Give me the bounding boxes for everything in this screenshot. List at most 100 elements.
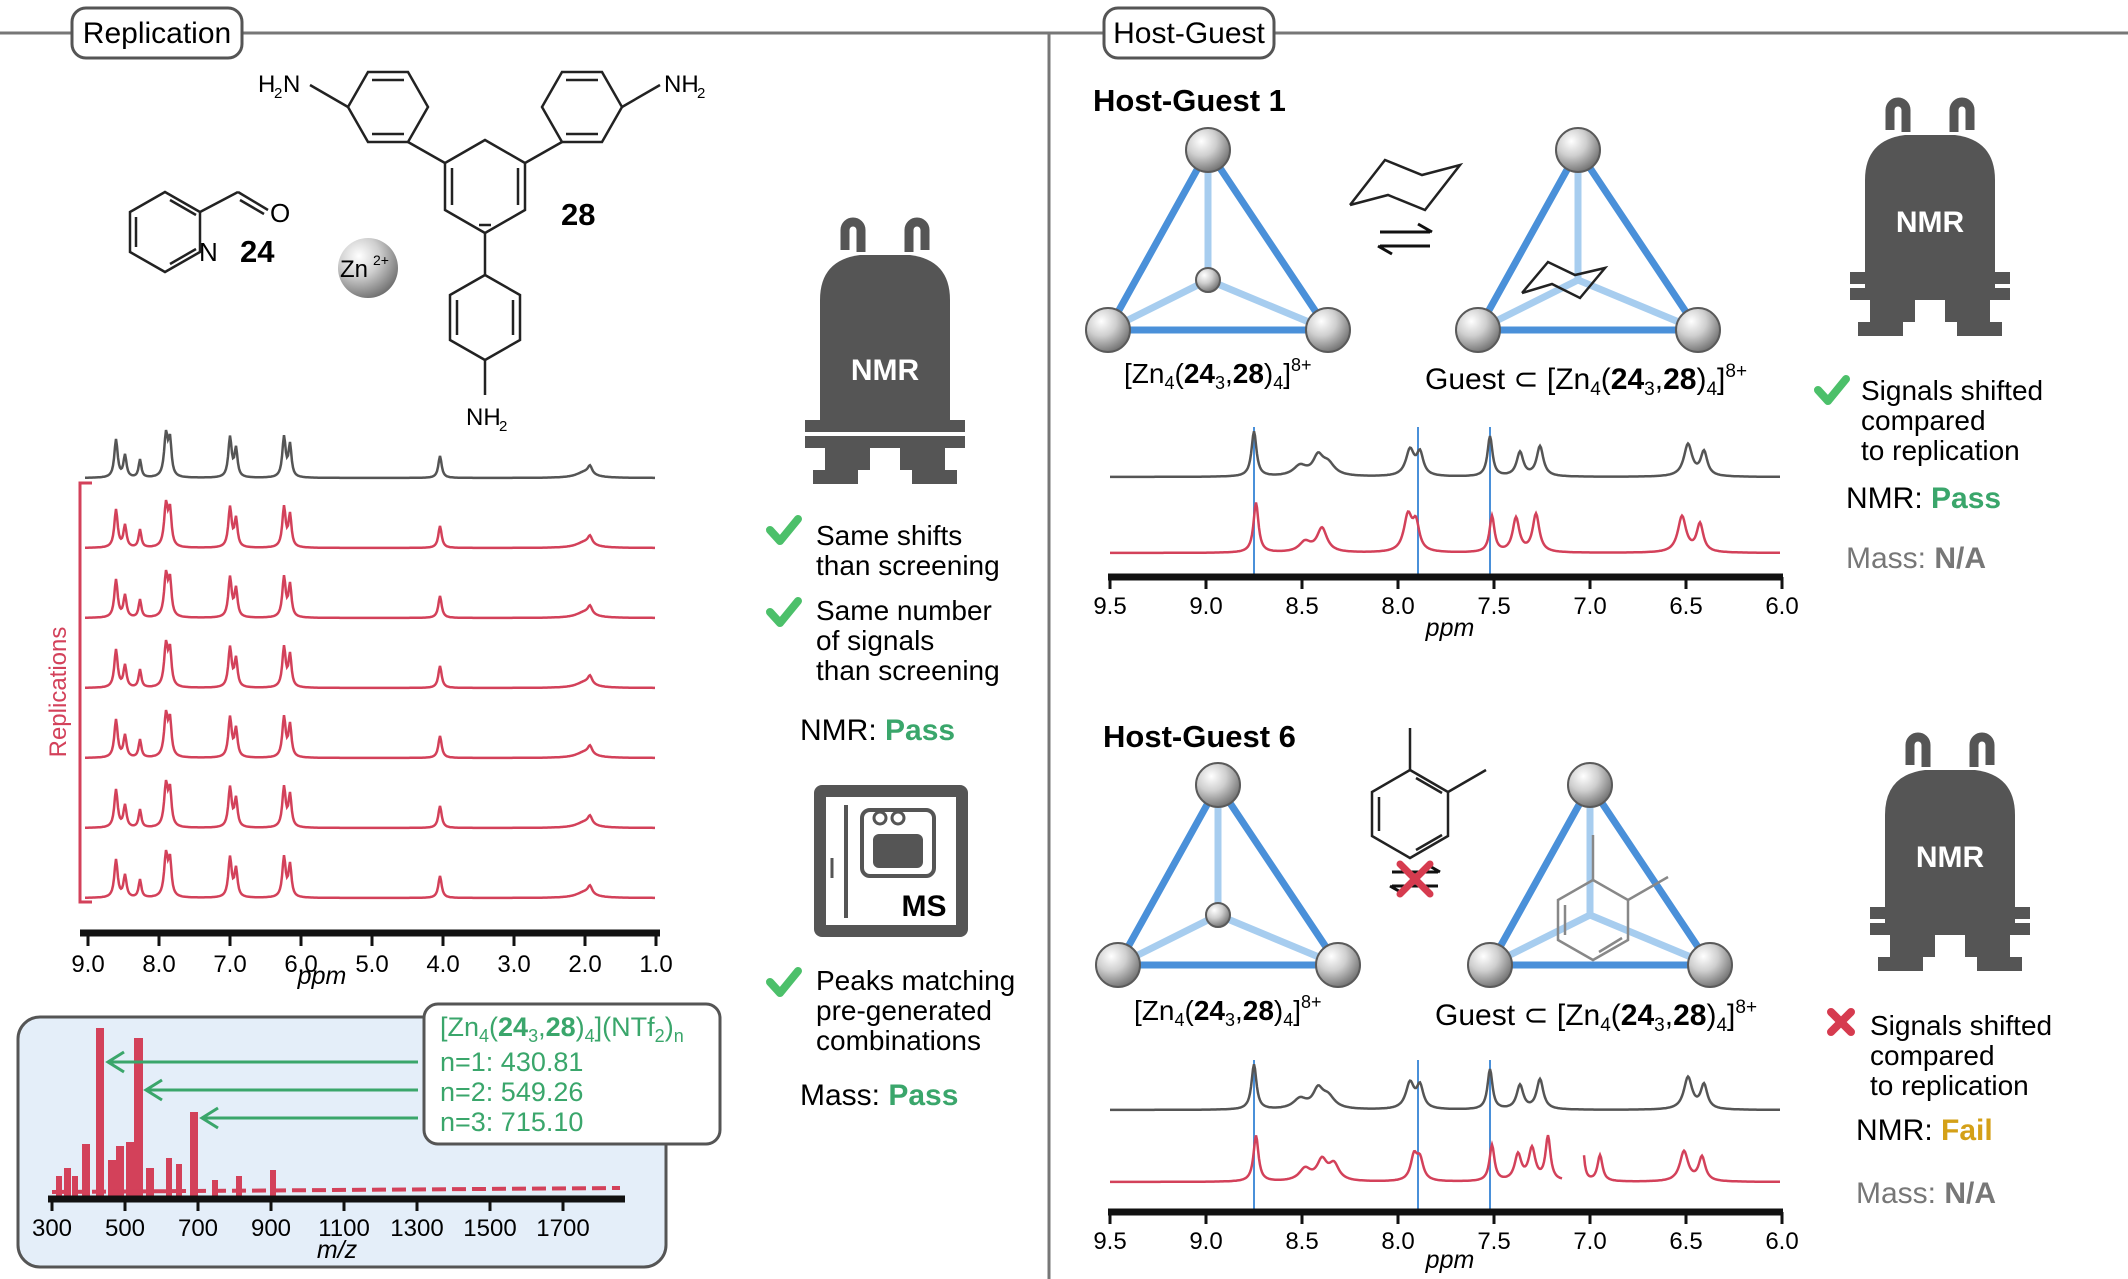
check-icon [766, 515, 802, 545]
zinc-vertex [1185, 127, 1231, 173]
cage-edge [1586, 781, 1714, 969]
check-icon [766, 597, 802, 627]
svg-text:compared: compared [1861, 405, 1986, 436]
amine-ul: H 2 N [258, 71, 300, 102]
zinc-vertex [1305, 307, 1351, 353]
o-xylene-guest [1370, 728, 1487, 860]
nmr-tick-label: 7.0 [1573, 1228, 1606, 1255]
zinc-ion: Zn 2+ [338, 238, 398, 298]
replication-spectrum [85, 709, 655, 760]
hg6-empty-cage [1095, 762, 1361, 988]
amine-ur: NH 2 [664, 71, 705, 102]
nmr-tick-label: 9.0 [1189, 1228, 1222, 1255]
hg1-nmr-axis-title: ppm [1425, 614, 1475, 642]
check-icon [766, 967, 802, 997]
zinc-vertex [1687, 942, 1733, 988]
ms-peak-n2: n=2: 549.26 [440, 1077, 583, 1107]
zinc-vertex [1675, 307, 1721, 353]
nmr-tick-label: 6.0 [284, 951, 317, 978]
nmr-tick-label: 9.0 [71, 951, 104, 978]
hg6-cage-label: [Zn4(243,28)4]8+ [1134, 992, 1322, 1030]
ms-peak-bar [126, 1142, 134, 1196]
aldehyde-o-label: O [270, 198, 290, 228]
nmr-tick-label: 7.0 [213, 951, 246, 978]
ms-peak-bar [82, 1144, 90, 1196]
ms-peak-bar [166, 1158, 172, 1196]
ms-peak-bar [190, 1112, 198, 1196]
nmr-instrument-label: NMR [851, 354, 920, 387]
hg1-title: Host-Guest 1 [1093, 83, 1286, 118]
hg6-encapsulated-guest [1556, 835, 1669, 962]
replication-spectrum [85, 849, 655, 900]
nmr-tick-label: 6.0 [1765, 1228, 1798, 1255]
hg1-guest-cage [1455, 127, 1721, 353]
ms-axis-title: m/z [317, 1236, 358, 1264]
ms-spectrum [51, 1028, 621, 1196]
hg6-title: Host-Guest 6 [1103, 719, 1296, 754]
replication-nmr-result: NMR: Pass [800, 714, 955, 747]
ms-peak-bar [176, 1164, 182, 1196]
section-frame [0, 31, 2128, 1279]
svg-text:2: 2 [499, 418, 507, 435]
ms-tick-label: 1500 [463, 1215, 516, 1242]
hg6-nmr-instrument-icon: NMR [1870, 732, 2030, 971]
zinc-vertex [1085, 307, 1131, 353]
replication-spectrum [85, 779, 655, 830]
svg-text:of signals: of signals [816, 625, 934, 656]
svg-text:than screening: than screening [816, 550, 1000, 581]
check-icon [1814, 375, 1850, 405]
ms-peak-bar [72, 1176, 78, 1196]
zinc-vertex [1567, 762, 1613, 808]
nmr-tick-label: 6.5 [1669, 593, 1702, 620]
ms-tick-label: 500 [105, 1215, 145, 1242]
hg6-result: Signals shifted compared to replication [1827, 1008, 2052, 1101]
svg-text:to replication: to replication [1870, 1070, 2029, 1101]
equilibrium-arrows [1377, 222, 1433, 256]
replication-section-tab: Replication [70, 6, 244, 60]
nmr-tick-label: 2.0 [568, 951, 601, 978]
svg-text:H: H [258, 71, 275, 98]
ms-tick-label: 700 [178, 1215, 218, 1242]
compound-28-label: 28 [561, 197, 595, 232]
ms-tick-label: 1100 [318, 1215, 370, 1242]
zn-charge-label: 2+ [373, 252, 389, 268]
ms-instrument-label: MS [902, 890, 947, 923]
host-guest-section-tab: Host-Guest [1102, 6, 1276, 60]
svg-text:Signals shifted: Signals shifted [1870, 1010, 2052, 1041]
zn-label: Zn [340, 256, 368, 283]
zinc-vertex [1195, 762, 1241, 808]
replication-nmr-axis-title: ppm [297, 962, 347, 990]
ms-tick-label: 900 [251, 1215, 291, 1242]
nmr-tick-label: 9.0 [1189, 593, 1222, 620]
svg-text:NH: NH [466, 404, 501, 431]
hg1-nmr-result: NMR: Pass [1846, 482, 2001, 515]
nmr-tick-label: 1.0 [639, 951, 672, 978]
host-guest-section-title: Host-Guest [1113, 17, 1265, 50]
pyridine-n-label: N [199, 237, 218, 267]
replication-mass-result: Mass: Pass [800, 1079, 958, 1112]
cage-edge [1474, 146, 1582, 334]
nmr-tick-label: 9.5 [1093, 1228, 1126, 1255]
nmr-tick-label: 7.5 [1477, 593, 1510, 620]
cage-edge [1574, 146, 1702, 334]
zinc-vertex [1555, 127, 1601, 173]
host-guest-spectrum [1110, 502, 1780, 555]
nmr-tick-label: 3.0 [497, 951, 530, 978]
ms-tick-label: 1700 [536, 1215, 589, 1242]
host-guest-spectrum [1110, 1134, 1780, 1184]
nmr-tick-label: 7.5 [1477, 1228, 1510, 1255]
zinc-vertex [1455, 307, 1501, 353]
hg6-nmr-axis-title: ppm [1425, 1246, 1475, 1274]
ms-peak-bar [212, 1180, 218, 1196]
svg-text:than screening: than screening [816, 655, 1000, 686]
ms-tick-label: 1300 [390, 1215, 443, 1242]
molecule-28 [309, 70, 661, 395]
nmr-instrument-icon: NMR [805, 217, 965, 484]
ms-peak-bar [108, 1160, 116, 1196]
cross-icon [1827, 1008, 1855, 1036]
compound-24-label: 24 [240, 234, 275, 269]
